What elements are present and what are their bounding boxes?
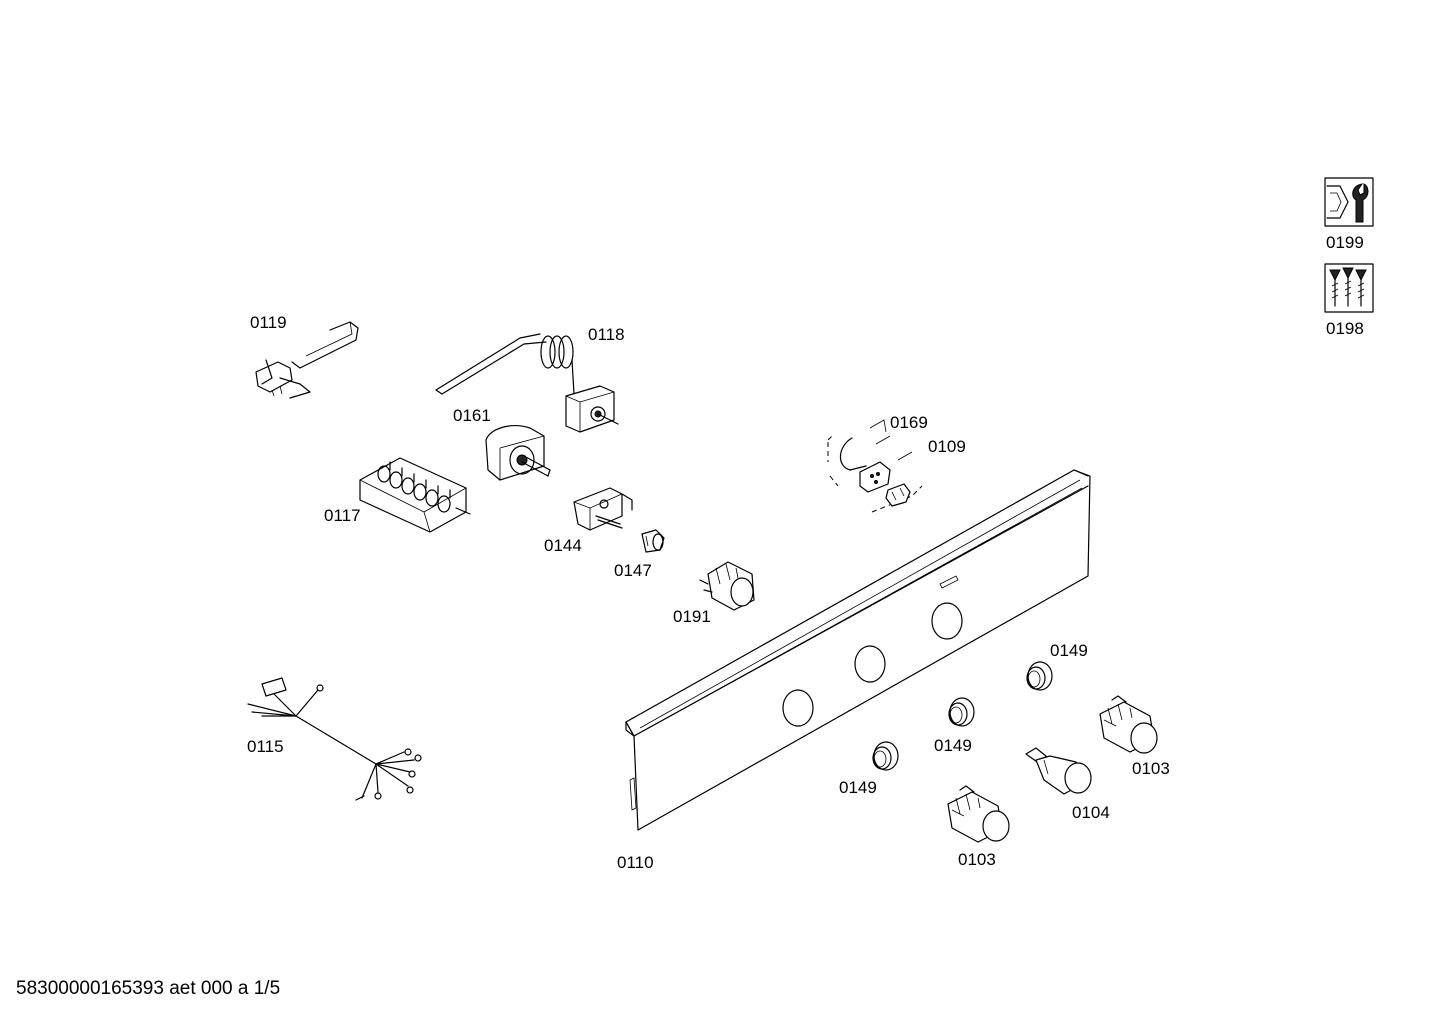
label-0110: 0110 xyxy=(617,853,654,872)
part-0103-knob-a xyxy=(1099,695,1158,754)
part-0149-ring-c xyxy=(872,741,899,771)
part-0117-terminal-block xyxy=(359,457,471,533)
label-0117: 0117 xyxy=(324,506,361,525)
part-0149-ring-b xyxy=(948,697,975,727)
part-0147-lamp-holder xyxy=(641,529,665,553)
part-0110-control-panel xyxy=(625,469,1091,831)
label-0149-a: 0149 xyxy=(1050,641,1088,660)
label-0103-a: 0103 xyxy=(1132,759,1170,778)
label-0199: 0199 xyxy=(1326,233,1364,252)
label-0119: 0119 xyxy=(250,313,287,332)
label-0149-b: 0149 xyxy=(934,736,972,755)
label-0144: 0144 xyxy=(544,536,582,555)
label-0104: 0104 xyxy=(1072,803,1110,822)
part-0104-knob xyxy=(1025,747,1092,795)
part-0144-bracket xyxy=(573,487,633,531)
part-0149-ring-a xyxy=(1026,661,1053,691)
label-0191: 0191 xyxy=(673,607,711,626)
part-0191-encoder xyxy=(699,561,755,611)
part-0169-0109-module xyxy=(827,419,923,513)
part-0118-thermostat xyxy=(435,333,619,433)
label-0161: 0161 xyxy=(453,406,491,425)
label-0118: 0118 xyxy=(588,325,625,344)
part-0161-switch xyxy=(485,425,551,481)
label-0149-c: 0149 xyxy=(839,778,877,797)
label-0109: 0109 xyxy=(928,437,966,456)
document-footer-id: 58300000165393 aet 000 a 1/5 xyxy=(16,978,281,999)
screws-icon[interactable] xyxy=(1324,263,1374,313)
label-0115: 0115 xyxy=(247,737,284,756)
label-0147: 0147 xyxy=(614,561,652,580)
part-0119-bracket xyxy=(255,321,359,399)
label-0103-b: 0103 xyxy=(958,850,996,869)
wrench-nut-icon[interactable] xyxy=(1324,177,1374,227)
part-0115-wiring-harness xyxy=(247,677,422,801)
part-0103-knob-b xyxy=(947,785,1010,843)
label-0198: 0198 xyxy=(1326,319,1364,338)
label-0169: 0169 xyxy=(890,413,928,432)
